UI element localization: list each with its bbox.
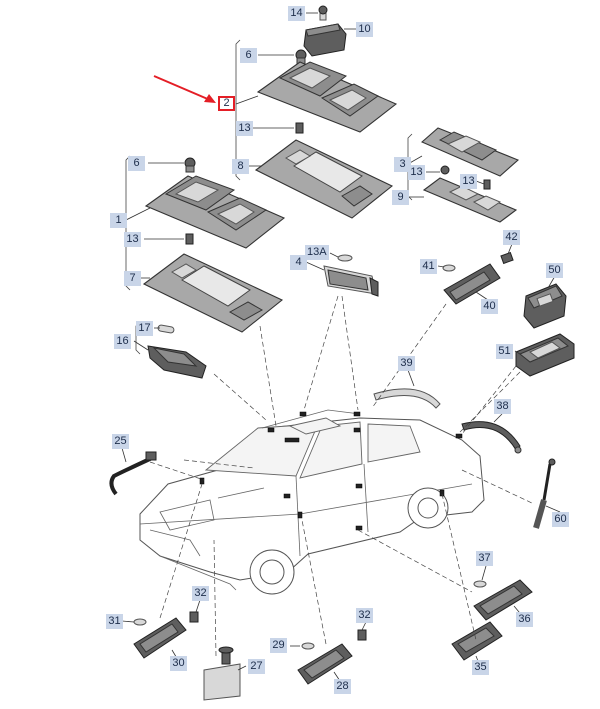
- callout-6[interactable]: 6: [240, 48, 257, 63]
- callout-51[interactable]: 51: [496, 344, 513, 359]
- callout-27[interactable]: 27: [248, 659, 265, 674]
- trim-panel-7: [142, 253, 284, 333]
- callout-39[interactable]: 39: [398, 356, 415, 371]
- callout-6[interactable]: 6: [128, 156, 145, 171]
- callout-60[interactable]: 60: [552, 512, 569, 527]
- callout-10[interactable]: 10: [356, 22, 373, 37]
- callout-29[interactable]: 29: [270, 638, 287, 653]
- trim-panel-8: [254, 139, 394, 219]
- callout-2-highlighted[interactable]: 2: [218, 96, 235, 111]
- callout-14[interactable]: 14: [288, 6, 305, 21]
- callout-37[interactable]: 37: [476, 551, 493, 566]
- callout-31[interactable]: 31: [106, 614, 123, 629]
- callout-38[interactable]: 38: [494, 399, 511, 414]
- callout-42[interactable]: 42: [503, 230, 520, 245]
- switch-51: [515, 333, 575, 377]
- callout-32[interactable]: 32: [192, 586, 209, 601]
- callout-17[interactable]: 17: [136, 321, 153, 336]
- callout-13[interactable]: 13: [460, 174, 477, 189]
- group-bracket-2: [235, 39, 241, 181]
- callout-4[interactable]: 4: [290, 255, 307, 270]
- bracket-27: [203, 646, 241, 701]
- switch-50: [523, 283, 567, 329]
- roof-console-3: [420, 127, 520, 190]
- lamp-28: [297, 629, 367, 685]
- strut-60: [533, 458, 556, 529]
- lamp-16: [147, 324, 207, 379]
- callout-16[interactable]: 16: [114, 334, 131, 349]
- trim-panel-9: [422, 177, 518, 223]
- callout-13[interactable]: 13: [124, 232, 141, 247]
- lamp-30: [133, 611, 199, 659]
- callout-7[interactable]: 7: [124, 271, 141, 286]
- callout-9[interactable]: 9: [392, 190, 409, 205]
- callout-35[interactable]: 35: [472, 660, 489, 675]
- car-body: [139, 409, 485, 595]
- callout-25[interactable]: 25: [112, 434, 129, 449]
- callout-13[interactable]: 13: [236, 121, 253, 136]
- lens-35: [451, 621, 503, 661]
- callout-40[interactable]: 40: [481, 299, 498, 314]
- switch-module-10: [303, 5, 347, 57]
- callout-30[interactable]: 30: [170, 656, 187, 671]
- roof-console-1: [144, 157, 286, 249]
- callout-8[interactable]: 8: [232, 159, 249, 174]
- callout-36[interactable]: 36: [516, 612, 533, 627]
- callout-28[interactable]: 28: [334, 679, 351, 694]
- callout-50[interactable]: 50: [546, 263, 563, 278]
- callout-41[interactable]: 41: [420, 259, 437, 274]
- callout-13[interactable]: 13: [408, 165, 425, 180]
- callout-3[interactable]: 3: [394, 157, 411, 172]
- roof-console-2: [256, 61, 398, 134]
- callout-1[interactable]: 1: [110, 213, 127, 228]
- lamp-36: [473, 579, 533, 621]
- cable-25: [109, 451, 157, 496]
- red-pointer-arrow: [153, 75, 216, 103]
- interior-lamp-4: [323, 254, 379, 297]
- reading-lamp-40: [442, 251, 514, 305]
- callout-32[interactable]: 32: [356, 608, 373, 623]
- callout-13A[interactable]: 13A: [305, 245, 329, 260]
- trim-strip-39: [373, 388, 441, 409]
- location-lines: [149, 295, 535, 657]
